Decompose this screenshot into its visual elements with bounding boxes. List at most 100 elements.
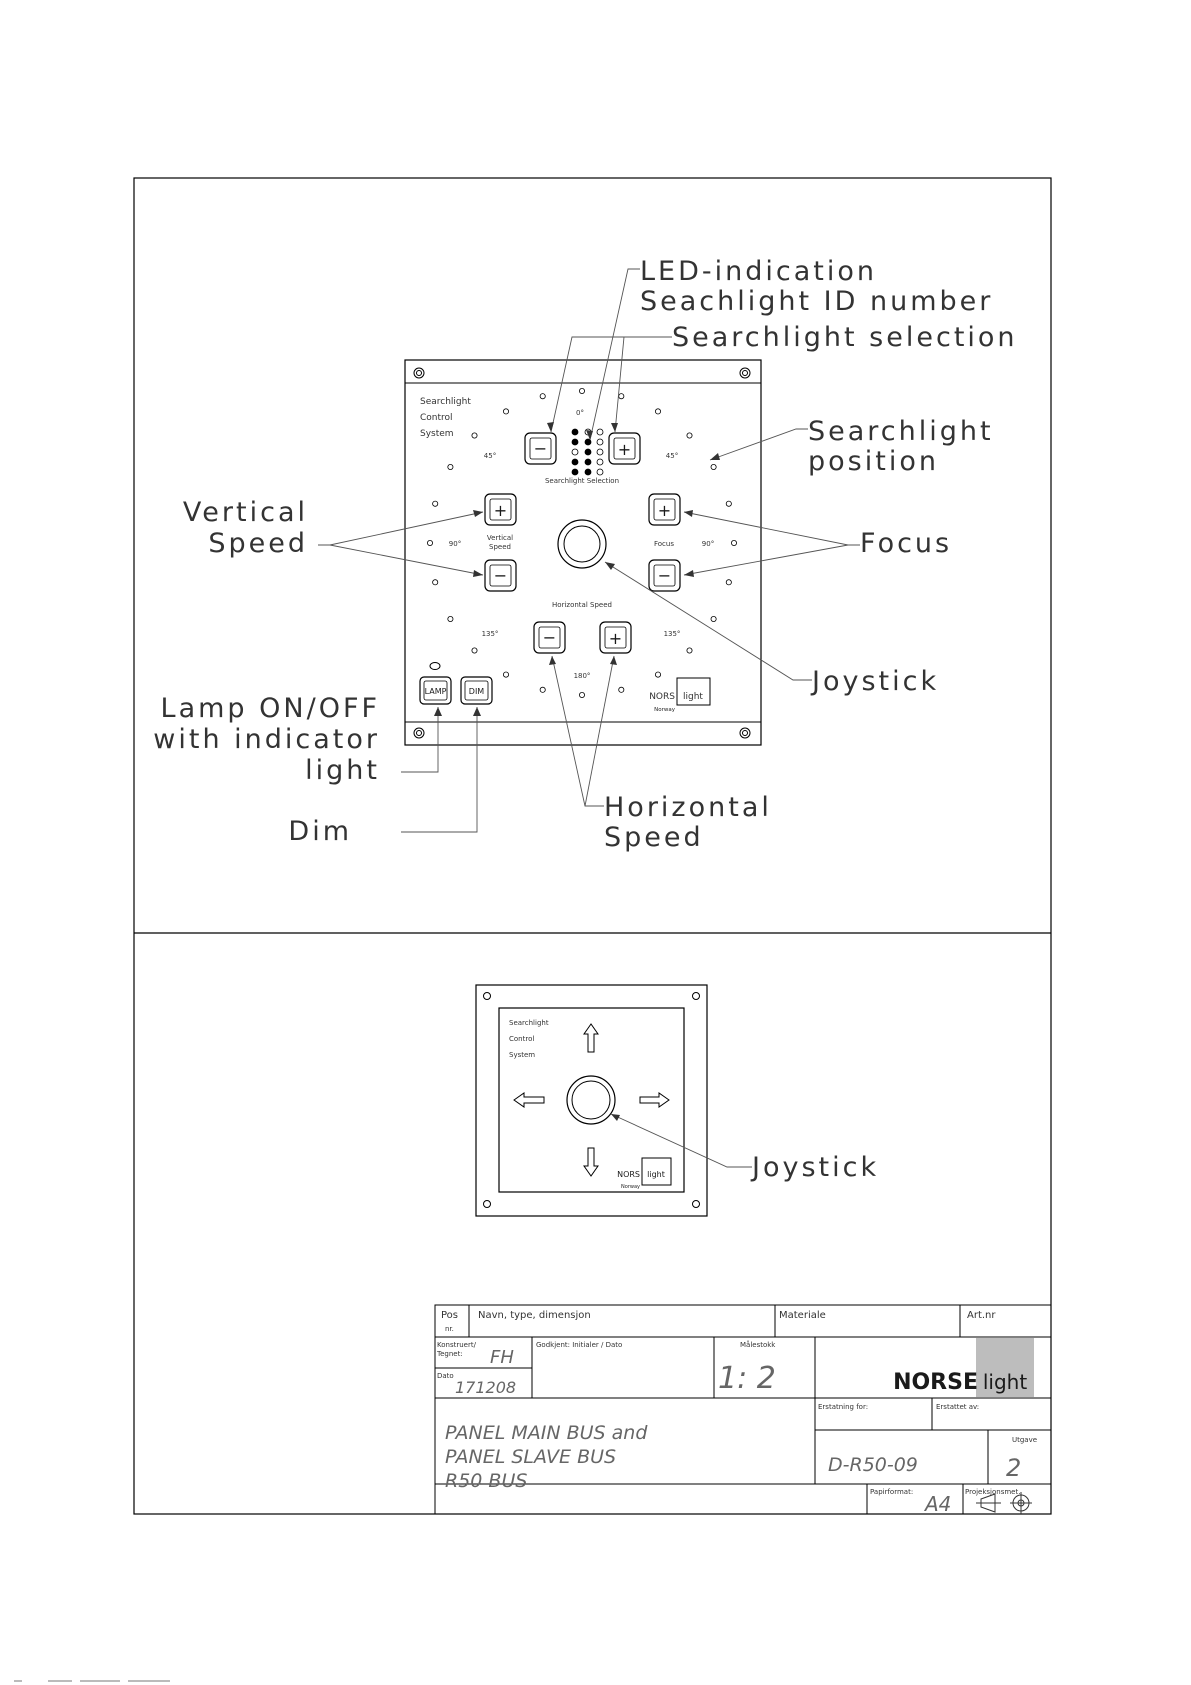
id-led [596,438,604,446]
panel-brand-line-1: Searchlight [420,397,471,407]
angle-label-0: 0° [576,409,584,417]
panel-main: Searchlight Control System 0° 45° 45° 90… [404,359,762,746]
annotation-vertical-2: Speed [208,528,308,559]
selection-label: Searchlight Selection [545,477,619,485]
svg-text:NORSE: NORSE [893,1370,978,1395]
position-led-ring [426,387,738,699]
leader-position [709,428,808,461]
svg-text:+: + [618,440,631,459]
position-led [686,647,693,654]
arrow-down-icon[interactable] [583,1147,599,1177]
position-led [579,387,586,394]
tb-date: 171208 [455,1378,516,1397]
tb-utgave-label: Utgave [1012,1436,1037,1444]
tb-designer: FH [490,1347,514,1368]
svg-text:+: + [494,501,507,520]
svg-text:Norway: Norway [654,707,676,713]
leader-joystick-main [604,561,812,681]
position-led [447,463,454,470]
position-led [655,408,662,415]
angle-label-180: 180° [574,672,591,680]
lamp-button[interactable]: LAMP [419,676,452,705]
annotation-lamp-2: with indicator [153,724,380,755]
tb-artnr-header: Art.nr [967,1310,996,1321]
horizontal-speed-plus-button[interactable]: + [599,621,632,654]
position-led [710,463,717,470]
id-led [596,428,604,436]
joystick-slave[interactable] [566,1075,616,1125]
tb-erstatning-label: Erstatning for: [818,1403,868,1411]
position-led [655,671,662,678]
svg-text:light: light [647,1170,665,1179]
vertical-speed-label-2: Speed [489,543,511,551]
focus-minus-button[interactable]: − [648,559,681,592]
svg-text:−: − [534,439,547,458]
norselight-logo: NORS light Norway [649,677,711,713]
screw-icon [483,1200,491,1208]
joystick-main[interactable] [557,519,607,569]
tb-papirformat-label: Papirformat: [870,1488,913,1496]
id-led [584,458,592,466]
screw-icon [739,367,751,379]
panel-brand-line-2: Control [420,413,453,423]
selection-minus-button[interactable]: − [524,432,557,465]
tb-scale-label: Målestokk [740,1340,776,1349]
arrow-right-icon[interactable] [639,1092,670,1108]
vertical-speed-plus-button[interactable]: + [484,493,517,526]
annotation-dim: Dim [288,816,352,847]
position-led [725,500,732,507]
id-led [571,428,579,436]
annotation-joystick-slave: Joystick [750,1152,879,1183]
position-led [432,500,439,507]
id-led [584,468,592,476]
annotation-arrowheads [434,422,720,716]
id-led [584,438,592,446]
annotation-focus: Focus [860,528,952,559]
norselight-logo-slave: NORS light Norway [617,1157,672,1190]
id-led [596,448,604,456]
annotation-lamp-3: light [305,755,380,786]
tb-title-line-2: PANEL SLAVE BUS [445,1446,616,1468]
svg-text:light: light [683,692,703,702]
annotation-horizontal-1: Horizontal [604,792,772,823]
angle-label-90-left: 90° [449,540,461,548]
title-block [434,1304,1052,1515]
tb-date-label: Dato [437,1372,454,1380]
id-led-column [571,428,604,476]
lamp-indicator-light [429,662,441,670]
focus-plus-button[interactable]: + [648,493,681,526]
position-led [539,686,546,693]
angle-label-135-left: 135° [482,630,499,638]
arrow-up-icon[interactable] [583,1023,599,1053]
screw-icon [413,727,425,739]
svg-text:−: − [543,628,556,647]
panel-main-outline [404,359,762,746]
svg-text:LAMP: LAMP [425,687,447,696]
angle-label-45-right: 45° [666,452,678,460]
screw-icon [483,992,491,1000]
projection-symbol-icon [976,1492,1032,1514]
dim-button[interactable]: DIM [460,676,493,705]
leader-horizontal-plus [584,655,615,807]
position-led [686,432,693,439]
position-led [426,540,433,547]
svg-text:+: + [609,629,622,648]
horizontal-speed-minus-button[interactable]: − [533,621,566,654]
svg-text:−: − [658,566,671,585]
position-led [710,616,717,623]
id-led [596,458,604,466]
leader-joystick-slave [610,1113,752,1168]
svg-text:NORS: NORS [649,692,675,702]
angle-label-135-right: 135° [664,630,681,638]
tb-konstruert-label: Konstruert/ [437,1341,477,1349]
slave-brand-line-3: System [509,1051,535,1059]
leader-led-indication [589,268,640,441]
company-logo: NORSE light [893,1370,1027,1395]
arrow-left-icon[interactable] [513,1092,545,1108]
panel-brand-line-3: System [420,429,454,439]
position-led [618,393,625,400]
selection-plus-button[interactable]: + [608,432,641,465]
vertical-speed-minus-button[interactable]: − [484,559,517,592]
svg-text:DIM: DIM [469,687,485,696]
